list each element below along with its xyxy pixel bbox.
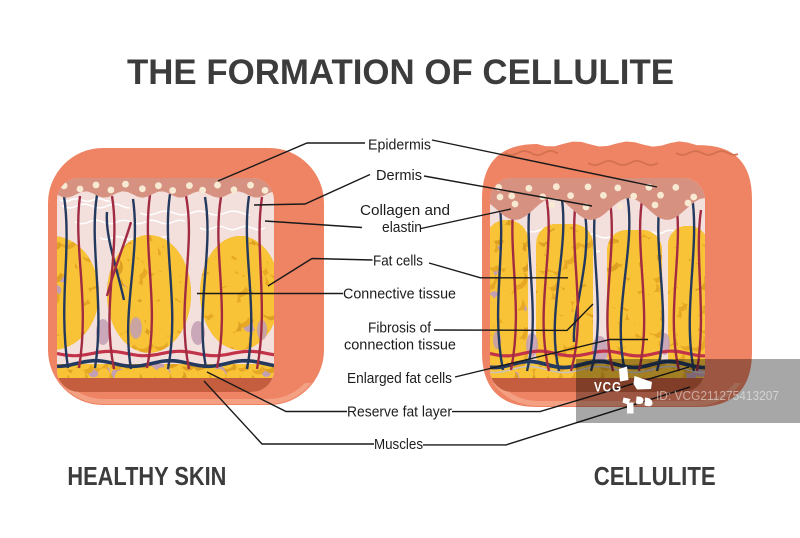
svg-text:Enlarged fat cells: Enlarged fat cells (347, 370, 452, 387)
svg-text:CELLULITE: CELLULITE (594, 461, 716, 491)
svg-text:Fibrosis of: Fibrosis of (368, 319, 432, 336)
svg-text:elastin: elastin (382, 219, 422, 236)
svg-text:VCG: VCG (594, 380, 622, 395)
svg-text:Muscles: Muscles (374, 436, 423, 453)
svg-text:THE FORMATION OF CELLULITE: THE FORMATION OF CELLULITE (127, 53, 674, 92)
svg-text:Connective tissue: Connective tissue (343, 285, 456, 302)
svg-text:connection tissue: connection tissue (344, 336, 456, 353)
svg-text:ID: VCG211275413207: ID: VCG211275413207 (656, 388, 779, 403)
svg-text:Collagen and: Collagen and (360, 202, 450, 219)
svg-text:Dermis: Dermis (376, 167, 422, 184)
svg-text:Epidermis: Epidermis (368, 136, 431, 153)
svg-text:Fat cells: Fat cells (373, 252, 423, 269)
svg-text:HEALTHY SKIN: HEALTHY SKIN (67, 461, 226, 491)
svg-text:Reserve fat layer: Reserve fat layer (347, 403, 452, 420)
